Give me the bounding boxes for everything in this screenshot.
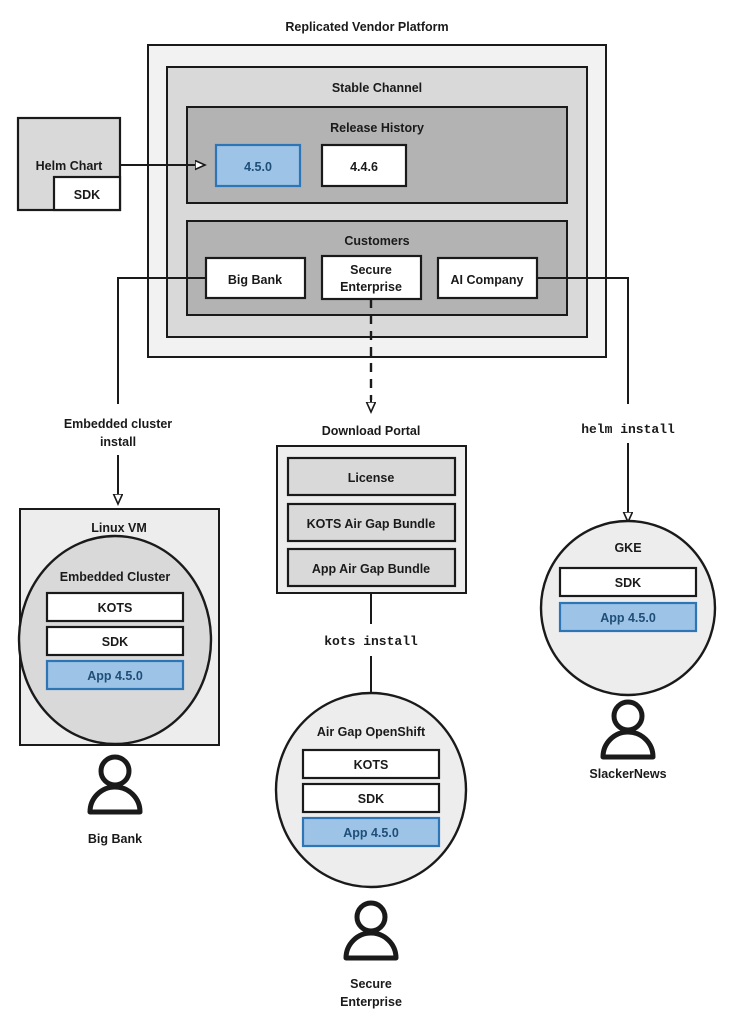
- connector-bigbank-to-linuxvm: [117, 277, 206, 404]
- connector-label-helm-install: helm install: [581, 422, 675, 437]
- person-icon-big-bank: [87, 754, 143, 815]
- component-kots[interactable]: [45, 591, 185, 623]
- customer-card-label-line1: Secure: [350, 263, 392, 277]
- component-sdk[interactable]: [301, 782, 441, 814]
- target-linux-vm-label: Linux VM: [91, 521, 147, 535]
- component-sdk[interactable]: [45, 625, 185, 657]
- download-portal-item-label: App Air Gap Bundle: [312, 562, 430, 576]
- download-portal-item-label: License: [348, 471, 395, 485]
- release-card-4-5-0[interactable]: [214, 143, 302, 188]
- release-history-label: Release History: [330, 121, 424, 135]
- component-sdk[interactable]: [558, 566, 698, 598]
- connector-label-embedded-install-line1: Embedded cluster: [64, 417, 172, 431]
- helm-chart-label: Helm Chart: [36, 159, 104, 173]
- person-label-secure-enterprise-line2: Enterprise: [340, 995, 402, 1009]
- person-icon-secure-enterprise: [343, 900, 399, 961]
- person-label-slackernews: SlackerNews: [589, 767, 666, 781]
- component-label: KOTS: [98, 601, 133, 615]
- target-air-gap-openshift-label: Air Gap OpenShift: [317, 725, 426, 739]
- release-version-label: 4.4.6: [350, 160, 378, 174]
- target-gke-label: GKE: [614, 541, 641, 555]
- customer-card-big-bank[interactable]: [204, 256, 307, 300]
- release-card-4-4-6[interactable]: [320, 143, 408, 188]
- component-kots[interactable]: [301, 748, 441, 780]
- customer-card-ai-company[interactable]: [436, 256, 539, 300]
- stable-channel-label: Stable Channel: [332, 81, 422, 95]
- customer-card-label-line2: Enterprise: [340, 280, 402, 294]
- helm-chart-sdk-label: SDK: [74, 188, 100, 202]
- download-portal-item-kots-air-gap-bundle[interactable]: [286, 502, 457, 543]
- component-label: App 4.5.0: [87, 669, 143, 683]
- connector-label-kots-install: kots install: [324, 634, 418, 649]
- person-label-secure-enterprise-line1: Secure: [350, 977, 392, 991]
- download-portal-item-app-air-gap-bundle[interactable]: [286, 547, 457, 588]
- customer-card-label: AI Company: [451, 273, 524, 287]
- component-label: SDK: [615, 576, 641, 590]
- download-portal-item-license[interactable]: [286, 456, 457, 497]
- component-label: App 4.5.0: [343, 826, 399, 840]
- person-label-big-bank: Big Bank: [88, 832, 142, 846]
- download-portal-label: Download Portal: [322, 424, 421, 438]
- connector-label-embedded-install-line2: install: [100, 435, 136, 449]
- component-app[interactable]: [45, 659, 185, 691]
- person-icon-slackernews: [600, 699, 656, 760]
- helm-chart-sdk-box[interactable]: [52, 175, 122, 212]
- download-portal-item-label: KOTS Air Gap Bundle: [307, 517, 436, 531]
- release-version-label: 4.5.0: [244, 160, 272, 174]
- component-app[interactable]: [301, 816, 441, 848]
- component-label: SDK: [102, 635, 128, 649]
- component-label: KOTS: [354, 758, 389, 772]
- page-title: Replicated Vendor Platform: [285, 20, 448, 34]
- customer-card-label: Big Bank: [228, 273, 282, 287]
- component-app[interactable]: [558, 601, 698, 633]
- component-label: App 4.5.0: [600, 611, 656, 625]
- connector-aicompany-to-gke: [537, 277, 629, 404]
- component-label: SDK: [358, 792, 384, 806]
- embedded-cluster-label: Embedded Cluster: [60, 570, 171, 584]
- customers-label: Customers: [344, 234, 409, 248]
- customer-card-secure-enterprise[interactable]: [320, 254, 423, 301]
